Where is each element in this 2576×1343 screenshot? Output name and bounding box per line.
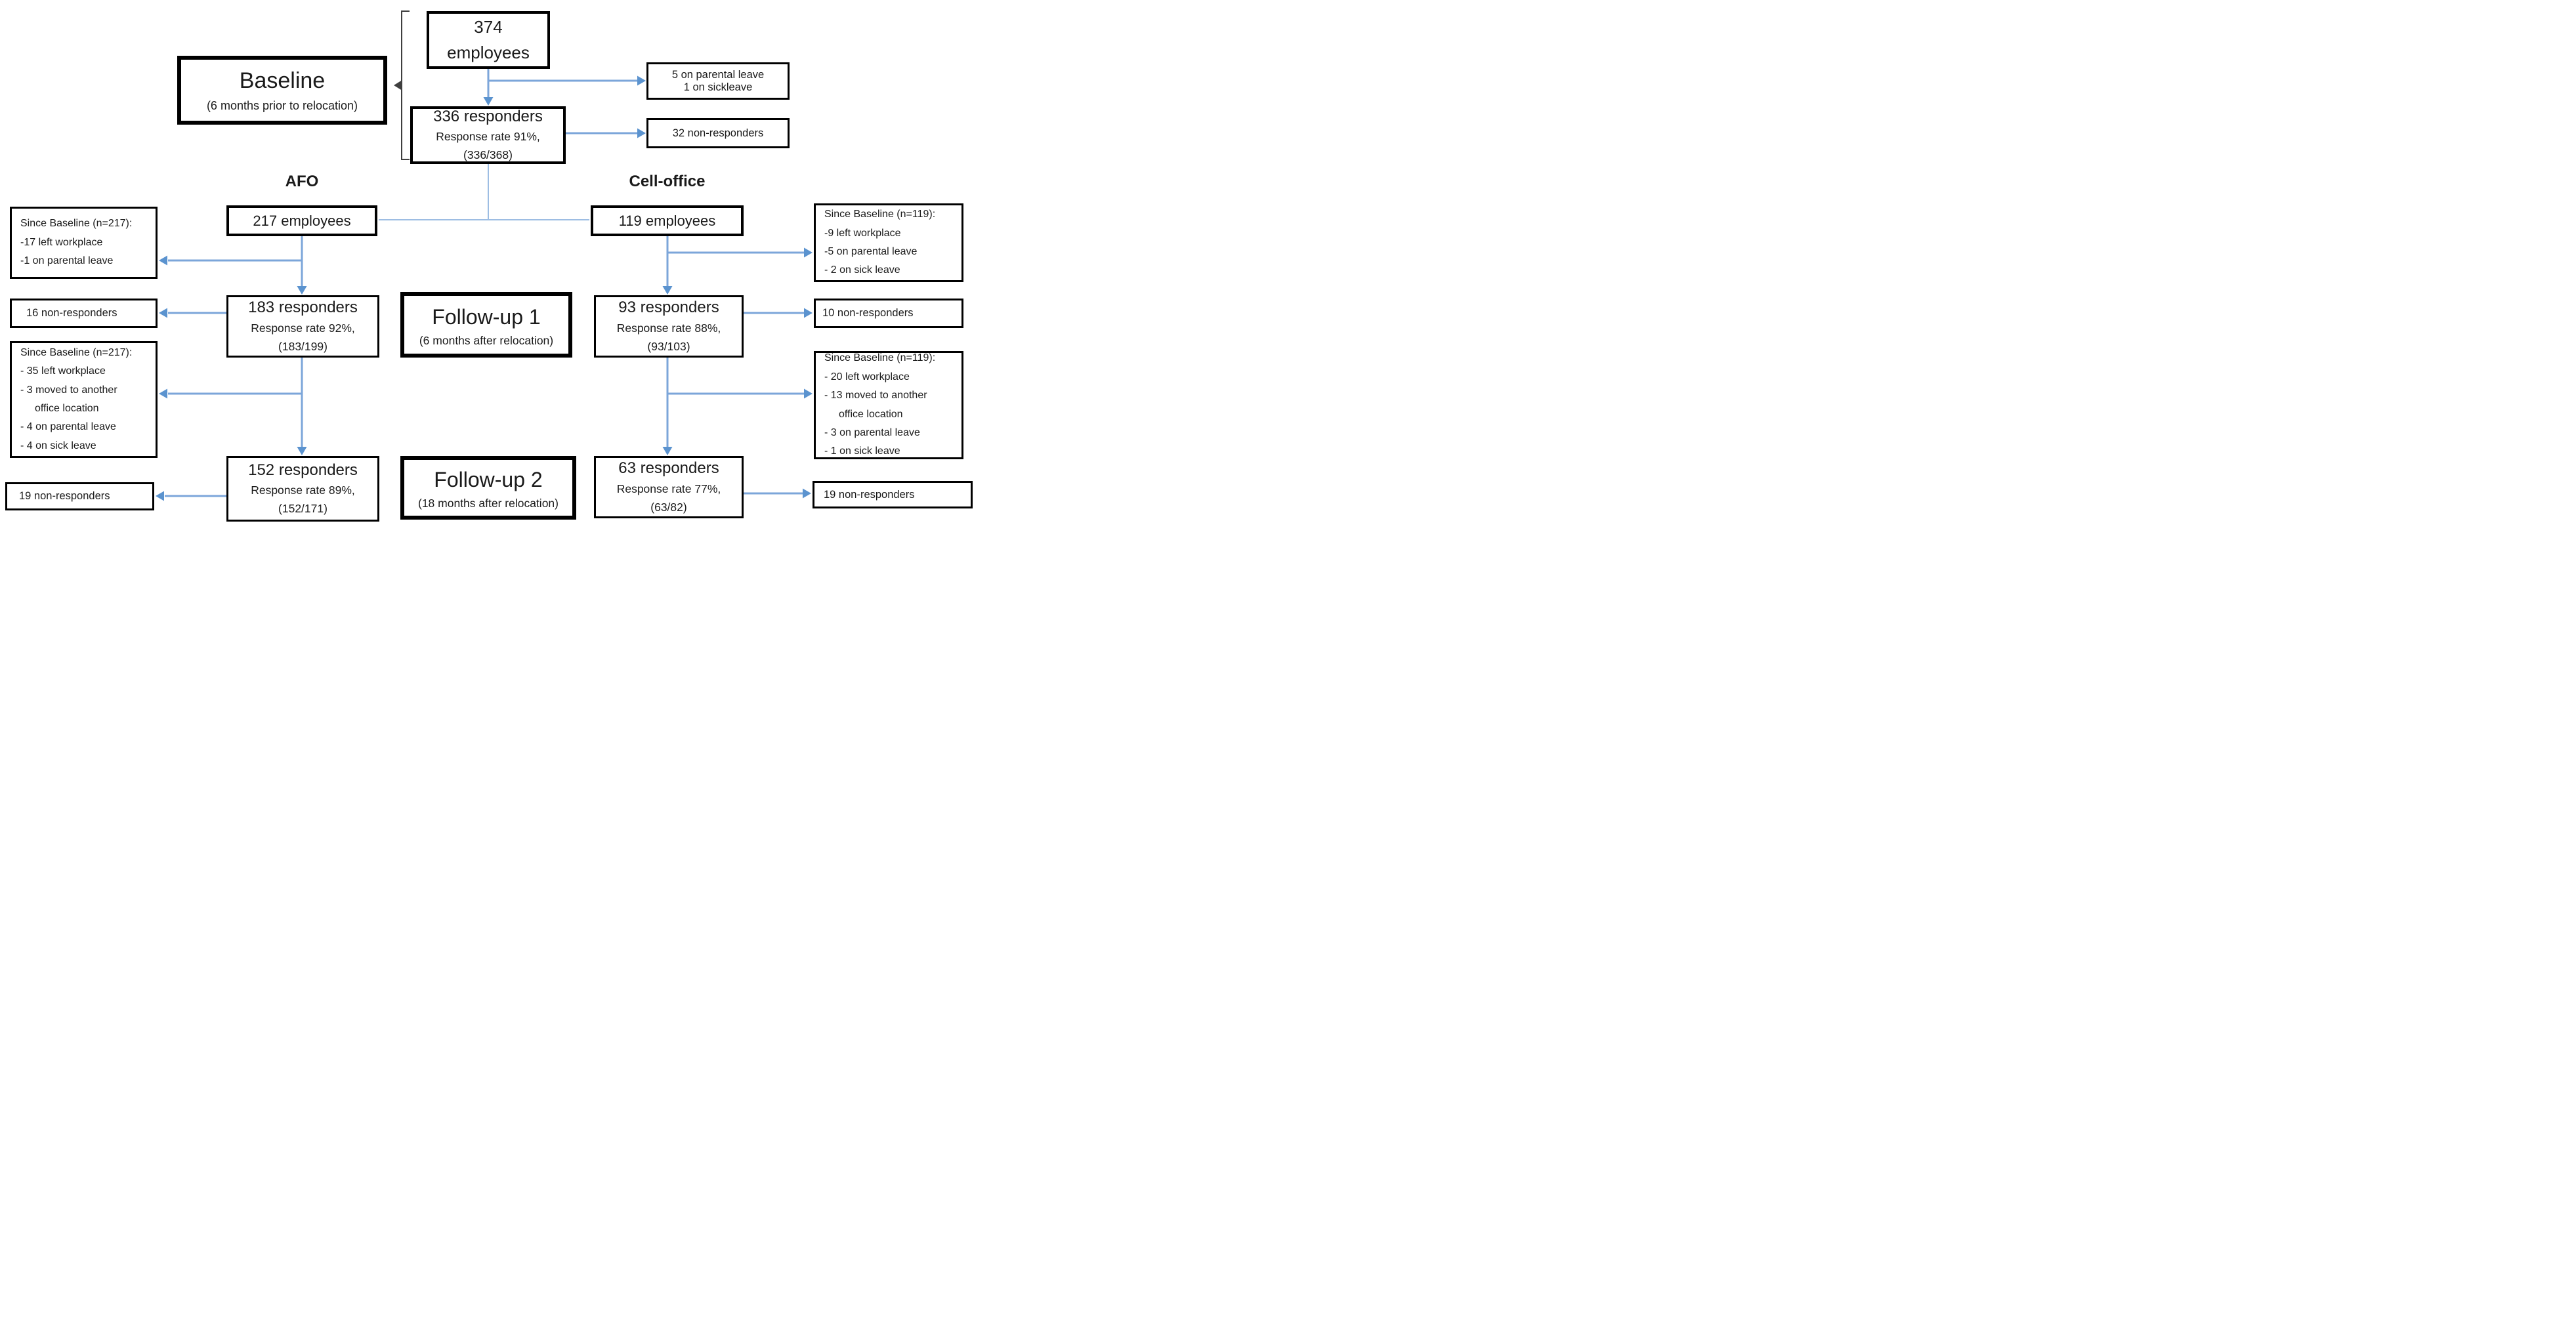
box-nonresponders-16: 16 non-responders	[10, 299, 158, 328]
arrow-63-to-nonresp19	[743, 488, 811, 499]
nonresponders-32-label: 32 non-responders	[672, 127, 764, 139]
cell-attrition1-item: - 2 on sick leave	[824, 264, 900, 276]
arrow-183-to-152	[297, 358, 307, 455]
responders-63-rate: Response rate 77%,	[616, 482, 721, 495]
afo-attrition2-item: - 3 moved to another	[20, 384, 117, 396]
arrow-93-to-attrition2	[667, 388, 813, 399]
afo-attrition2-item: office location	[35, 403, 99, 414]
cell-attrition2-item: - 13 moved to another	[824, 390, 927, 402]
box-183-responders: 183 responders Response rate 92%, (183/1…	[226, 295, 379, 358]
afo-attrition1-item: -17 left workplace	[20, 236, 103, 248]
cell-attrition1-title: Since Baseline (n=119):	[824, 209, 936, 220]
baseline-leave-line1: 5 on parental leave	[671, 68, 765, 81]
arrow-217-to-183	[297, 236, 307, 295]
arrow-93-to-63	[662, 358, 673, 455]
responders-183-main: 183 responders	[248, 299, 358, 317]
afo-attrition2-item: - 35 left workplace	[20, 365, 106, 377]
box-followup-2: Follow-up 2 (18 months after relocation)	[400, 456, 576, 520]
responders-336-rate: Response rate 91%,	[436, 130, 540, 144]
baseline-bracket	[394, 10, 410, 160]
afo-attrition2-title: Since Baseline (n=217):	[20, 346, 133, 358]
nonresponders-19-cell-label: 19 non-responders	[824, 488, 915, 501]
total-employees-label: employees	[447, 43, 530, 62]
afo-attrition2-item: - 4 on parental leave	[20, 421, 116, 433]
group-label-afo: AFO	[285, 173, 319, 190]
connector-336-to-groups	[379, 164, 589, 220]
responders-336-main: 336 responders	[433, 107, 543, 125]
responders-336-fraction: (336/368)	[463, 148, 513, 162]
cell-employees-label: 119 employees	[618, 212, 716, 229]
afo-employees-label: 217 employees	[253, 212, 351, 229]
responders-183-fraction: (183/199)	[278, 339, 327, 353]
arrow-183-to-nonresp16	[159, 308, 226, 318]
responders-93-fraction: (93/103)	[647, 339, 690, 353]
arrow-119-to-93	[662, 236, 673, 295]
afo-attrition1-item: -1 on parental leave	[20, 255, 114, 267]
followup1-title: Follow-up 1	[432, 304, 541, 329]
arrow-374-to-leave	[488, 75, 646, 86]
nonresponders-19-afo-label: 19 non-responders	[19, 490, 110, 502]
box-afo-attrition-1: Since Baseline (n=217): -17 left workpla…	[10, 207, 158, 279]
connector-arrows	[156, 10, 813, 501]
box-cell-attrition-2: Since Baseline (n=119): - 20 left workpl…	[814, 351, 963, 459]
arrow-93-to-nonresp10	[743, 308, 813, 318]
cell-attrition2-item: - 20 left workplace	[824, 371, 910, 382]
responders-93-main: 93 responders	[618, 299, 719, 317]
box-cell-employees: 119 employees	[591, 205, 744, 236]
nonresponders-10-label: 10 non-responders	[822, 307, 914, 319]
responders-152-fraction: (152/171)	[278, 502, 327, 516]
responders-63-main: 63 responders	[618, 459, 719, 478]
group-label-cell-office: Cell-office	[629, 173, 706, 190]
arrow-119-to-attrition1	[667, 247, 813, 258]
box-afo-employees: 217 employees	[226, 205, 377, 236]
study-flow-diagram: 374 employees Baseline (6 months prior t…	[0, 0, 1014, 529]
cell-attrition2-item: - 3 on parental leave	[824, 426, 920, 438]
box-nonresponders-19-afo: 19 non-responders	[5, 482, 154, 510]
box-baseline-stage: Baseline (6 months prior to relocation)	[177, 56, 387, 125]
responders-152-main: 152 responders	[248, 461, 358, 479]
box-nonresponders-32: 32 non-responders	[646, 118, 790, 148]
arrow-152-to-nonresp19	[156, 491, 226, 501]
box-cell-attrition-1: Since Baseline (n=119): -9 left workplac…	[814, 203, 963, 282]
cell-attrition2-title: Since Baseline (n=119):	[824, 352, 936, 364]
arrow-374-to-336	[483, 69, 494, 106]
cell-attrition2-item: - 1 on sick leave	[824, 445, 900, 457]
box-followup-1: Follow-up 1 (6 months after relocation)	[400, 292, 572, 358]
box-baseline-leave: 5 on parental leave 1 on sickleave	[646, 62, 790, 100]
total-employees-count: 374	[474, 17, 503, 37]
box-63-responders: 63 responders Response rate 77%, (63/82)	[594, 456, 744, 518]
afo-attrition2-item: - 4 on sick leave	[20, 440, 96, 451]
followup1-subtitle: (6 months after relocation)	[419, 333, 554, 347]
baseline-stage-title: Baseline	[239, 68, 326, 94]
followup2-subtitle: (18 months after relocation)	[418, 497, 559, 510]
cell-attrition1-item: -5 on parental leave	[824, 246, 918, 257]
afo-attrition1-title: Since Baseline (n=217):	[20, 218, 133, 230]
box-374-employees: 374 employees	[427, 11, 550, 69]
cell-attrition2-item: office location	[839, 408, 903, 420]
cell-attrition1-item: -9 left workplace	[824, 227, 901, 239]
baseline-leave-line2: 1 on sickleave	[683, 81, 753, 93]
arrow-183-to-attrition2	[159, 388, 302, 399]
responders-183-rate: Response rate 92%,	[251, 321, 355, 335]
box-nonresponders-10: 10 non-responders	[814, 299, 963, 328]
responders-63-fraction: (63/82)	[650, 500, 687, 514]
followup2-title: Follow-up 2	[434, 468, 543, 492]
arrow-336-to-nonresp32	[565, 128, 646, 138]
box-152-responders: 152 responders Response rate 89%, (152/1…	[226, 456, 379, 522]
box-93-responders: 93 responders Response rate 88%, (93/103…	[594, 295, 744, 358]
baseline-stage-subtitle: (6 months prior to relocation)	[206, 98, 358, 112]
box-336-responders: 336 responders Response rate 91%, (336/3…	[410, 106, 566, 164]
responders-93-rate: Response rate 88%,	[616, 321, 721, 335]
responders-152-rate: Response rate 89%,	[251, 484, 355, 497]
box-nonresponders-19-cell: 19 non-responders	[813, 481, 973, 508]
nonresponders-16-label: 16 non-responders	[26, 307, 117, 319]
box-afo-attrition-2: Since Baseline (n=217): - 35 left workpl…	[10, 341, 158, 458]
arrow-217-to-attrition1	[159, 255, 302, 266]
